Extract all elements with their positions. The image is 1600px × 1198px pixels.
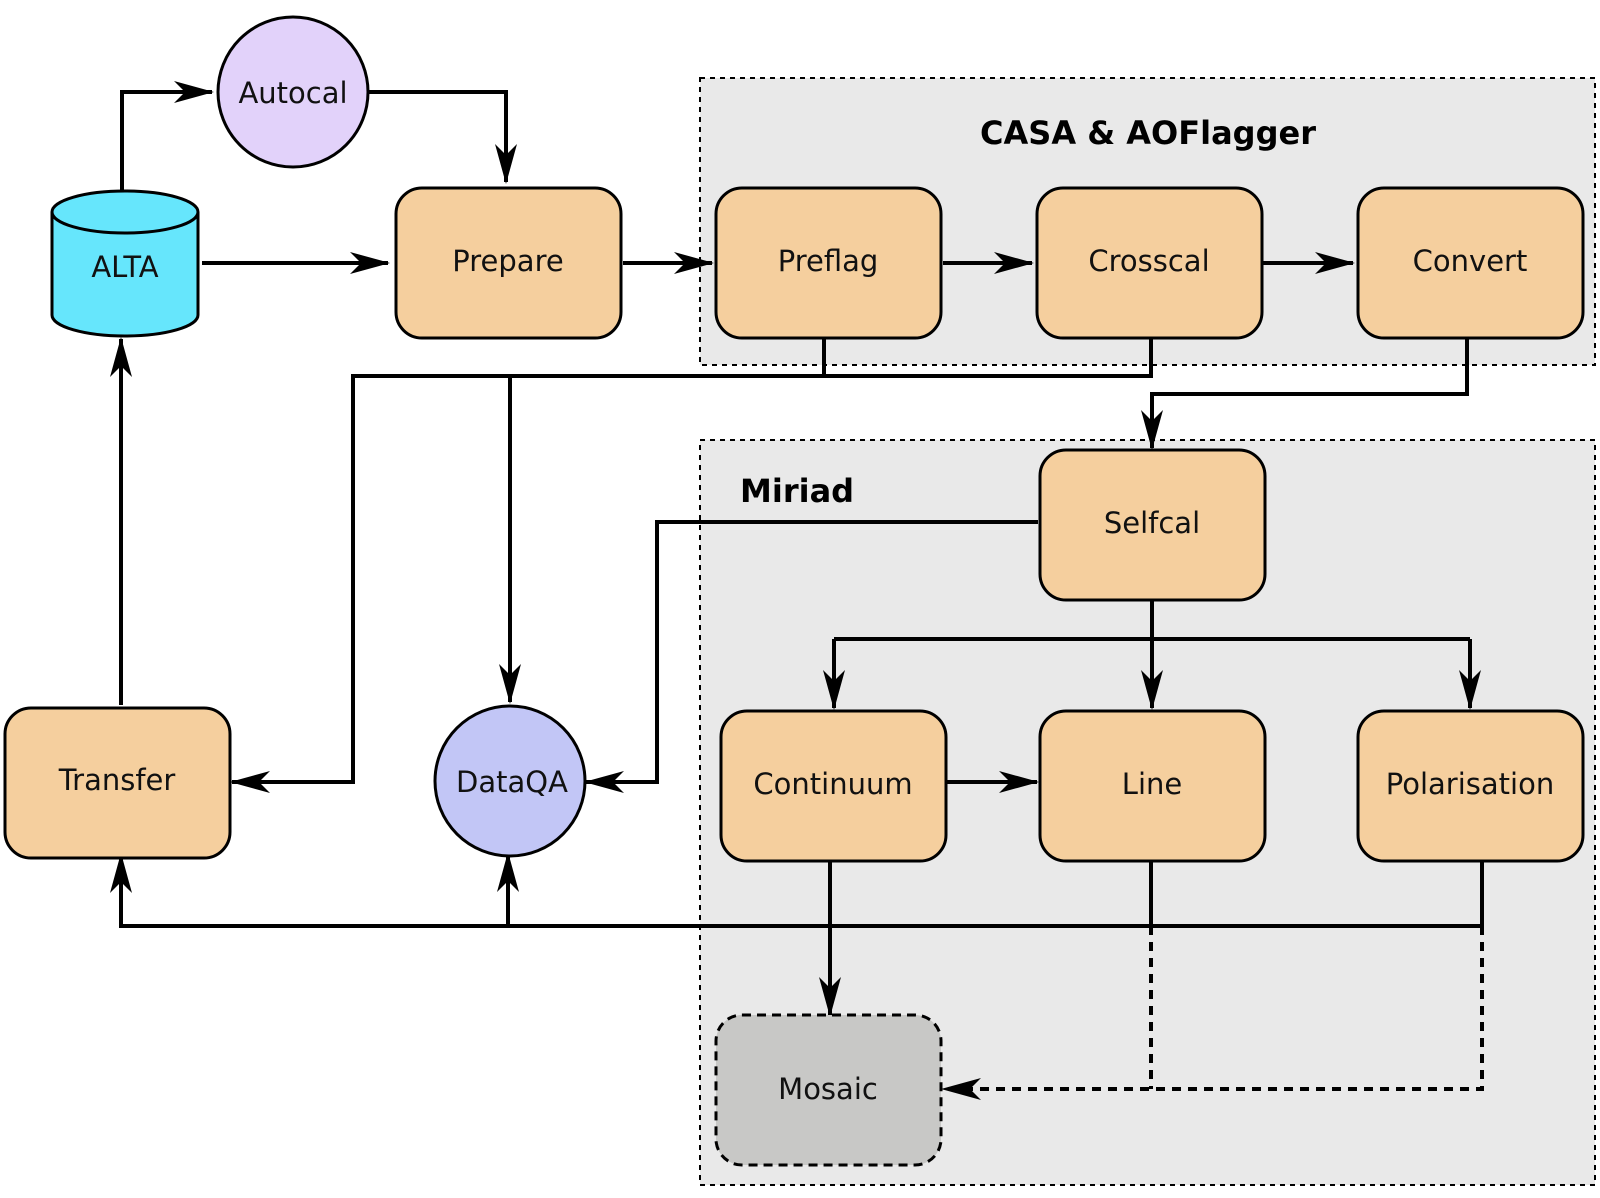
prepare-box: [394, 186, 623, 340]
edge-convert-selfcal: [1141, 337, 1469, 450]
node-crosscal[interactable]: Crosscal: [1035, 186, 1264, 340]
connectors: [110, 81, 1484, 1017]
preflag-label: Preflag: [778, 244, 879, 278]
node-selfcal[interactable]: Selfcal: [1038, 448, 1267, 602]
autocal-label: Autocal: [238, 76, 347, 110]
crosscal-box: [1035, 186, 1264, 340]
node-prepare[interactable]: Prepare: [394, 186, 623, 340]
dashed-connectors: [941, 926, 1484, 1100]
node-dataqa[interactable]: DataQA: [433, 704, 587, 858]
node-preflag[interactable]: Preflag: [714, 186, 943, 340]
node-polarisation[interactable]: Polarisation: [1356, 709, 1585, 863]
edge-preflag-crosscal-bus: [822, 337, 1153, 378]
crosscal-label: Crosscal: [1088, 244, 1209, 278]
mosaic-box: [714, 1013, 943, 1167]
dataqa-label: DataQA: [456, 765, 568, 799]
edge-selfcal-dataqa: [584, 520, 1038, 793]
edge-outputs-dataqa: [497, 852, 1484, 928]
transfer-label: Transfer: [58, 763, 176, 797]
polarisation-box: [1356, 709, 1585, 863]
convert-box: [1356, 186, 1585, 340]
line-box: [1038, 709, 1267, 863]
line-label: Line: [1122, 767, 1182, 801]
group-casa-label: CASA & AOFlagger: [980, 114, 1316, 152]
dataqa-circle: [433, 704, 587, 858]
transfer-box: [3, 706, 232, 860]
alta-cylinder-top: [50, 189, 200, 235]
edge-autocal-prepare: [368, 90, 517, 184]
polarisation-label: Polarisation: [1386, 767, 1554, 801]
mosaic-label: Mosaic: [778, 1072, 878, 1106]
node-alta[interactable]: ALTA: [50, 189, 200, 338]
edge-bus-transfer: [230, 374, 510, 793]
group-miriad-label: Miriad: [740, 472, 854, 510]
alta-cylinder-body: [50, 212, 200, 338]
continuum-box: [719, 709, 948, 863]
node-autocal[interactable]: Autocal: [216, 15, 370, 169]
alta-label: ALTA: [91, 250, 158, 284]
node-convert[interactable]: Convert: [1356, 186, 1585, 340]
convert-label: Convert: [1413, 244, 1528, 278]
selfcal-box: [1038, 448, 1267, 602]
node-continuum[interactable]: Continuum: [719, 709, 948, 863]
edge-alta-autocal: [120, 81, 214, 190]
node-transfer[interactable]: Transfer: [3, 706, 232, 860]
selfcal-label: Selfcal: [1104, 506, 1200, 540]
prepare-label: Prepare: [452, 244, 563, 278]
continuum-label: Continuum: [753, 767, 912, 801]
edge-outputs-transfer: [110, 853, 508, 928]
node-line[interactable]: Line: [1038, 709, 1267, 863]
autocal-circle: [216, 15, 370, 169]
node-mosaic[interactable]: Mosaic: [714, 1013, 943, 1167]
edge-polarisation-mosaic-dashed: [941, 926, 1484, 1100]
preflag-box: [714, 186, 943, 340]
